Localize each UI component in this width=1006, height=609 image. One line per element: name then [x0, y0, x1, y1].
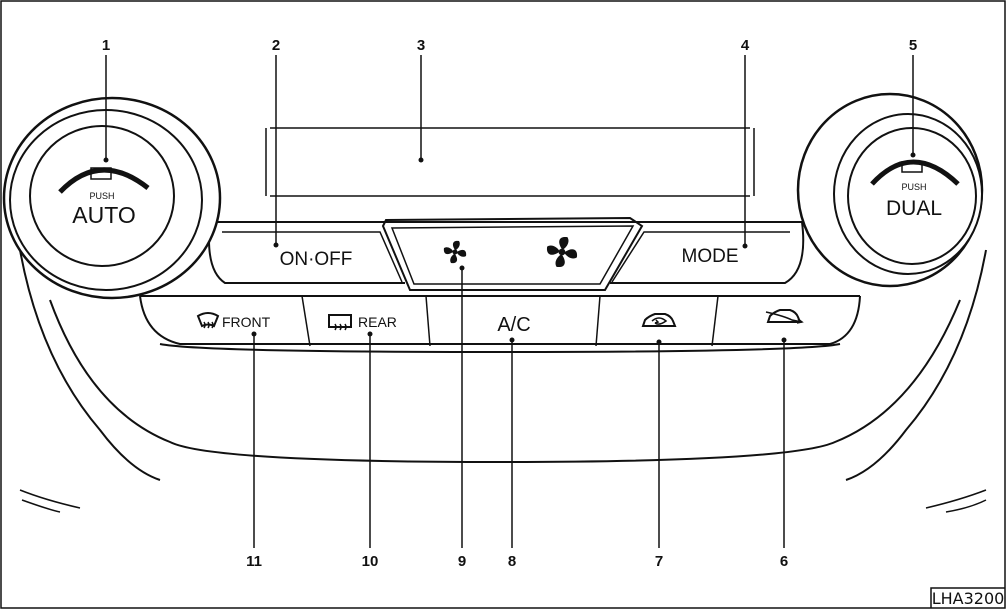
front-defrost-icon	[196, 312, 220, 329]
mode-button[interactable]: MODE	[611, 231, 790, 283]
figure-code-box: LHA3200	[930, 587, 1005, 608]
fan-large-icon	[546, 236, 578, 268]
callout-leaders	[103, 55, 916, 548]
fan-speed-button[interactable]	[381, 216, 644, 291]
callout-2: 2	[272, 37, 280, 54]
right-push-label: PUSH	[901, 182, 926, 192]
ac-button[interactable]: A/C	[497, 314, 530, 336]
callout-10: 10	[362, 553, 379, 570]
ac-label: A/C	[497, 314, 530, 336]
callout-11: 11	[246, 553, 262, 570]
display-screen	[265, 127, 755, 197]
rear-defrost-icon	[328, 314, 352, 331]
right-indicator-lamp	[901, 161, 923, 173]
callout-5: 5	[909, 37, 917, 54]
left-indicator-lamp	[90, 167, 112, 180]
outside-air-button[interactable]	[765, 309, 804, 324]
callout-8: 8	[508, 553, 516, 570]
left-auto-knob[interactable]: PUSH AUTO	[2, 96, 222, 300]
callout-7: 7	[655, 553, 663, 570]
mode-label: MODE	[682, 246, 739, 267]
callout-4: 4	[741, 37, 750, 54]
recirculation-button[interactable]	[641, 313, 677, 327]
rear-defrost-button[interactable]: REAR	[328, 314, 397, 331]
front-label: FRONT	[222, 314, 271, 330]
callout-numbers: 1 2 3 4 5 6 7 8 9 10 11	[102, 37, 917, 570]
callout-6: 6	[780, 553, 788, 570]
callout-1: 1	[102, 37, 110, 54]
left-push-label: PUSH	[89, 191, 114, 201]
fan-small-icon	[443, 240, 467, 264]
right-dual-knob[interactable]: PUSH DUAL	[796, 92, 984, 288]
outside-air-icon	[765, 309, 804, 324]
right-dual-label: DUAL	[886, 197, 942, 220]
front-defrost-button[interactable]: FRONT	[196, 312, 271, 330]
lower-button-row	[139, 295, 861, 354]
left-auto-label: AUTO	[72, 202, 135, 228]
on-off-label: ON·OFF	[280, 249, 353, 270]
panel-body	[19, 249, 987, 513]
on-off-button[interactable]: ON·OFF	[222, 231, 403, 283]
callout-3: 3	[417, 37, 425, 54]
recirculation-icon	[641, 313, 677, 327]
figure-code: LHA3200	[932, 589, 1005, 608]
rear-label: REAR	[358, 314, 397, 330]
callout-9: 9	[458, 553, 466, 570]
